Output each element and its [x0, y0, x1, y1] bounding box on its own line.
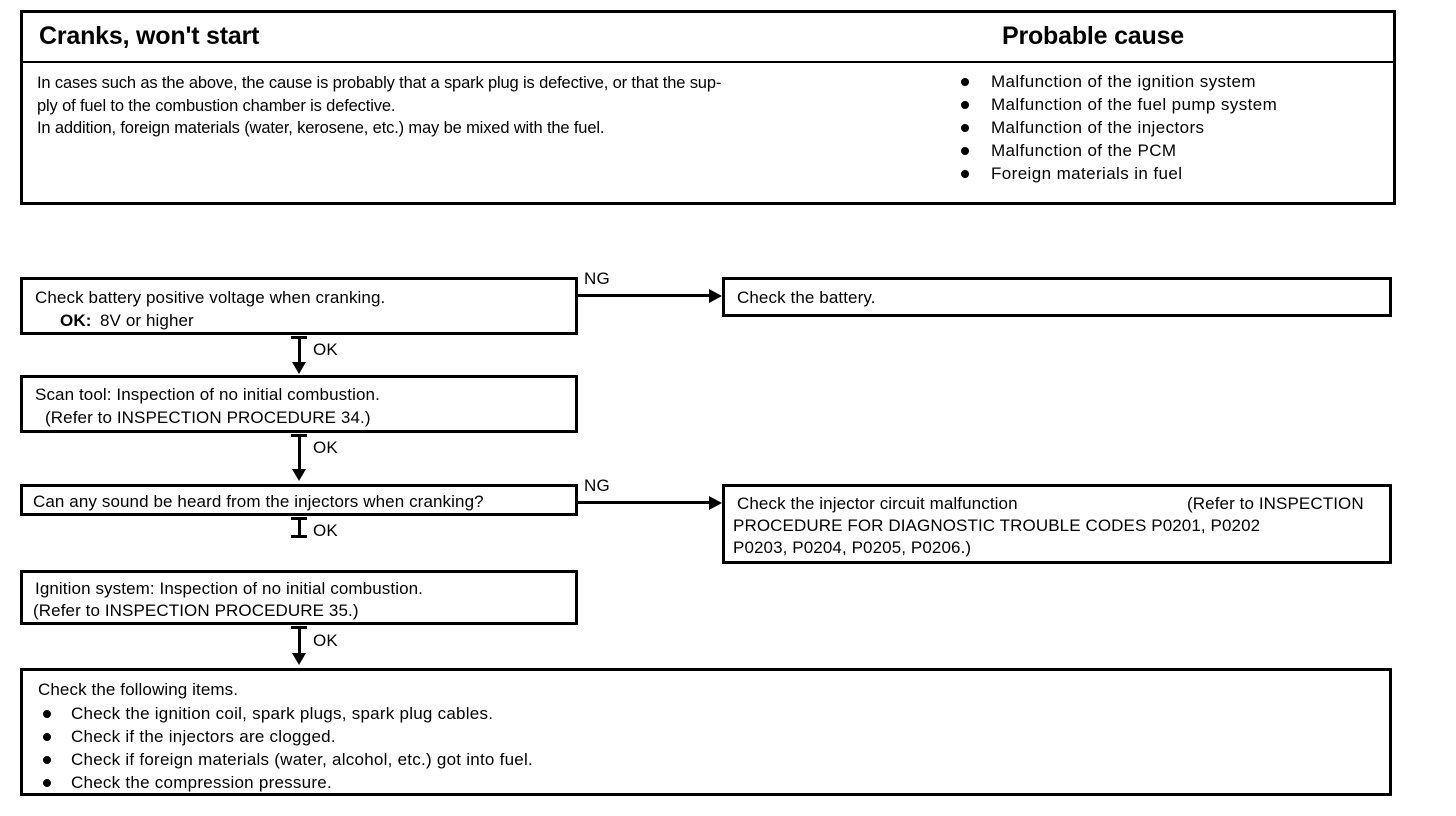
list-item: Malfunction of the ignition system	[958, 70, 1388, 93]
arrow-head-ok-1	[292, 362, 306, 374]
symptom-cause-table: Cranks, won't start Probable cause In ca…	[20, 10, 1396, 205]
connector-line-ok-4	[298, 626, 301, 657]
cause-label: Malfunction of the fuel pump system	[991, 95, 1278, 114]
cause-label: Malfunction of the injectors	[991, 118, 1205, 137]
bullet-icon	[961, 101, 969, 109]
connector-tick-bottom-ok-3	[291, 535, 307, 538]
bullet-icon	[43, 756, 51, 764]
connector-line-ng-2	[578, 501, 711, 504]
list-item: Check if the injectors are clogged.	[38, 725, 533, 748]
arrow-head-ok-2	[292, 469, 306, 481]
flow-final-checklist: Check the following items. Check the ign…	[20, 668, 1392, 796]
connector-line-ok-3	[298, 517, 301, 538]
connector-label-ng-2: NG	[584, 476, 610, 495]
scan-tool-line-2: (Refer to INSPECTION PROCEDURE 34.)	[45, 408, 371, 427]
bullet-icon	[961, 78, 969, 86]
connector-line-ok-1	[298, 336, 301, 366]
symptom-description: In cases such as the above, the cause is…	[37, 72, 947, 140]
scan-tool-line-1: Scan tool: Inspection of no initial comb…	[35, 385, 380, 404]
checklist-label: Check if the injectors are clogged.	[71, 727, 336, 746]
list-item: Foreign materials in fuel	[958, 162, 1388, 185]
bullet-icon	[961, 170, 969, 178]
list-item: Check the compression pressure.	[38, 771, 533, 794]
probable-cause-title: Probable cause	[1001, 22, 1184, 50]
injector-dtc-line-2: PROCEDURE FOR DIAGNOSTIC TROUBLE CODES P…	[733, 516, 1261, 535]
connector-line-ok-2	[298, 434, 301, 472]
connector-line-ng-1	[578, 294, 711, 297]
flow-result-check-the-battery: Check the battery.	[722, 277, 1392, 317]
checklist-label: Check the ignition coil, spark plugs, sp…	[71, 704, 494, 723]
connector-label-ok-4: OK	[313, 631, 338, 650]
symptom-description-line-3: In addition, foreign materials (water, k…	[37, 119, 605, 137]
flow-step-scan-tool-inspection: Scan tool: Inspection of no initial comb…	[20, 375, 578, 433]
ignition-line-1: Ignition system: Inspection of no initia…	[35, 579, 423, 598]
bullet-icon	[43, 710, 51, 718]
list-item: Malfunction of the PCM	[958, 139, 1388, 162]
list-item: Check the ignition coil, spark plugs, sp…	[38, 702, 533, 725]
battery-step-ok-value: 8V or higher	[100, 311, 194, 330]
flow-result-injector-circuit-dtc: Check the injector circuit malfunction (…	[722, 484, 1392, 564]
cause-label: Foreign materials in fuel	[991, 164, 1183, 183]
list-item: Malfunction of the fuel pump system	[958, 93, 1388, 116]
injector-question-text: Can any sound be heard from the injector…	[33, 492, 484, 511]
final-checklist-list: Check the ignition coil, spark plugs, sp…	[38, 702, 533, 794]
flow-step-ignition-system-inspection: Ignition system: Inspection of no initia…	[20, 570, 578, 625]
arrow-head-ng-1	[709, 289, 722, 303]
connector-label-ok-1: OK	[313, 340, 338, 359]
list-item: Malfunction of the injectors	[958, 116, 1388, 139]
check-battery-text: Check the battery.	[737, 288, 876, 307]
final-checklist-lead: Check the following items.	[38, 680, 239, 699]
symptom-description-line-2: ply of fuel to the combustion chamber is…	[37, 96, 396, 115]
battery-step-line-1: Check battery positive voltage when cran…	[35, 288, 386, 307]
arrow-head-ng-2	[709, 496, 722, 510]
ignition-line-2: (Refer to INSPECTION PROCEDURE 35.)	[33, 601, 359, 620]
symptom-title: Cranks, won't start	[39, 22, 260, 50]
bullet-icon	[43, 733, 51, 741]
connector-label-ng-1: NG	[584, 269, 610, 288]
injector-dtc-line-3: P0203, P0204, P0205, P0206.)	[733, 538, 972, 557]
checklist-label: Check if foreign materials (water, alcoh…	[71, 750, 533, 769]
checklist-label: Check the compression pressure.	[71, 773, 332, 792]
connector-label-ok-3: OK	[313, 521, 338, 540]
bullet-icon	[43, 779, 51, 787]
probable-cause-list: Malfunction of the ignition system Malfu…	[958, 70, 1388, 185]
bullet-icon	[961, 147, 969, 155]
list-item: Check if foreign materials (water, alcoh…	[38, 748, 533, 771]
flow-step-check-battery-voltage: Check battery positive voltage when cran…	[20, 277, 578, 335]
battery-step-ok-label: OK:	[60, 311, 92, 330]
symptom-table-header-row: Cranks, won't start Probable cause	[23, 13, 1393, 63]
cause-label: Malfunction of the PCM	[991, 141, 1177, 160]
cause-label: Malfunction of the ignition system	[991, 72, 1256, 91]
flow-step-injector-sound-question: Can any sound be heard from the injector…	[20, 484, 578, 516]
connector-label-ok-2: OK	[313, 438, 338, 457]
arrow-head-ok-4	[292, 653, 306, 665]
symptom-description-line-1: In cases such as the above, the cause is…	[37, 74, 722, 92]
injector-dtc-line-1-right: (Refer to INSPECTION	[1187, 494, 1364, 513]
injector-dtc-line-1-left: Check the injector circuit malfunction	[737, 494, 1018, 513]
bullet-icon	[961, 124, 969, 132]
